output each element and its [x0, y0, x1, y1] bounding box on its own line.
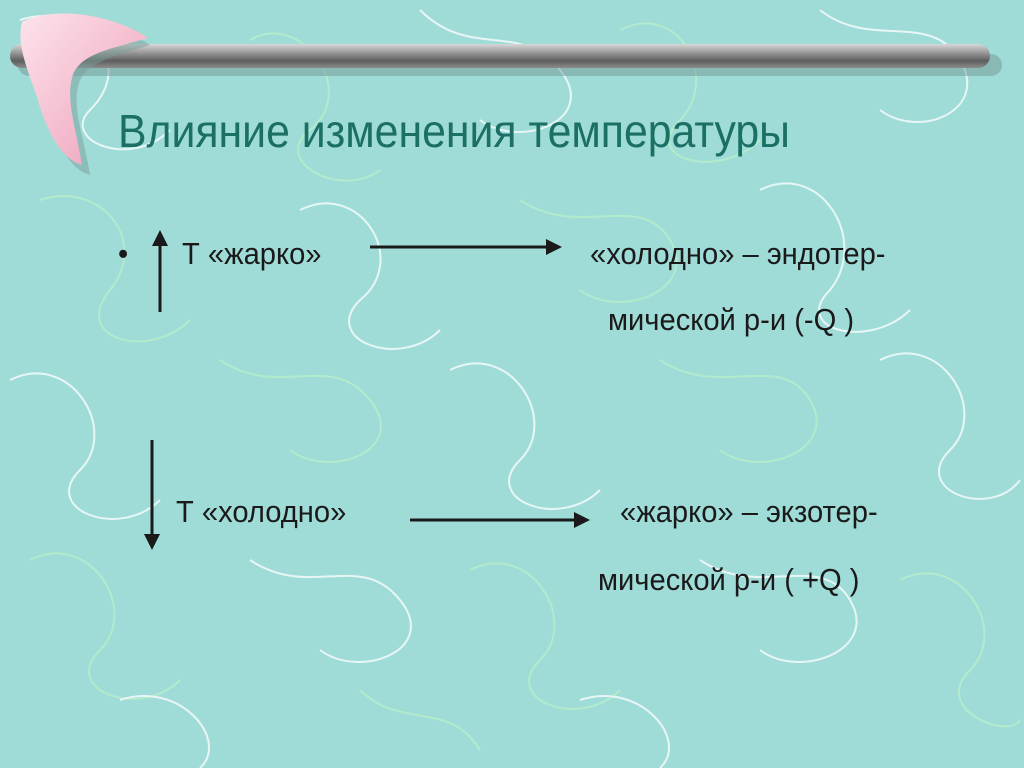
row2-right-line2: мической р-и ( +Q ) [598, 562, 860, 597]
arrow-right-icon [370, 239, 562, 255]
row2-right-line1: «жарко» – экзотер- [620, 494, 878, 529]
arrow-right-icon [410, 512, 590, 528]
slide-title: Влияние изменения температуры [118, 105, 790, 157]
row1-right-line2: мической р-и (-Q ) [608, 302, 855, 337]
row1-right-line1: «холодно» – эндотер- [590, 236, 886, 271]
bullet: • [118, 236, 129, 271]
title-bar-decoration [10, 13, 1002, 176]
rod [10, 44, 990, 68]
boomerang-logo [20, 13, 148, 166]
arrow-up-icon [152, 230, 168, 312]
row1-left-text: Т «жарко» [182, 236, 322, 271]
arrow-down-icon [144, 440, 160, 550]
row2-left-text: Т «холодно» [176, 494, 347, 529]
